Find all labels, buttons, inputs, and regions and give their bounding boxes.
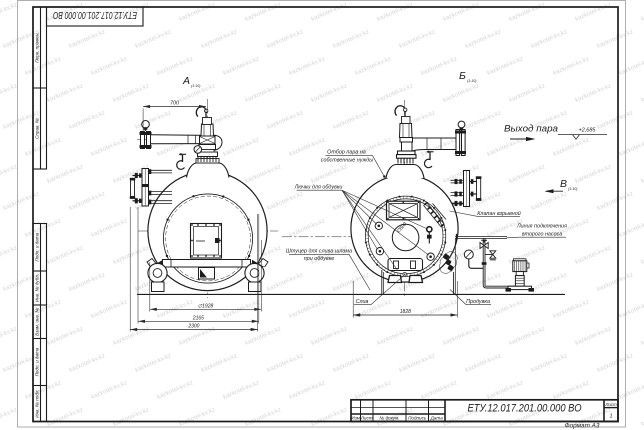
svg-text:1: 1 [609,414,612,420]
svg-text:№ докум.: № докум. [379,416,399,421]
svg-text:2165: 2165 [192,315,204,321]
svg-text:Слив: Слив [356,299,369,305]
svg-text:собственные нужды: собственные нужды [321,158,373,164]
svg-text:Подп. и дата: Подп. и дата [35,347,40,376]
svg-text:Формат А3: Формат А3 [565,423,600,430]
svg-text:А: А [182,75,190,87]
svg-text:2300: 2300 [187,324,199,330]
svg-text:(1:10): (1:10) [191,84,200,88]
svg-text:Лист: Лист [360,416,373,421]
svg-text:1828: 1828 [400,309,411,315]
svg-text:Перв. примен.: Перв. примен. [35,32,40,63]
svg-text:Изм: Изм [351,416,360,421]
svg-text:Выход пара: Выход пара [504,124,558,135]
svg-text:Лючки для обдувки: Лючки для обдувки [294,185,343,191]
svg-text:(1:10): (1:10) [568,187,577,191]
svg-text:В: В [560,178,567,190]
svg-text:Лист: Лист [604,402,617,407]
svg-text:Линия подключения: Линия подключения [516,224,567,230]
svg-text:ЕТУ.12.017.201.00.000 ВО: ЕТУ.12.017.201.00.000 ВО [468,402,582,414]
svg-text:Штуцер для слива шлама: Штуцер для слива шлама [286,249,352,255]
svg-text:(1:10): (1:10) [467,79,476,83]
svg-text:Дата: Дата [430,416,444,421]
svg-text:+2,685: +2,685 [579,128,597,134]
svg-text:Продувка: Продувка [466,299,490,305]
svg-text:Подпись: Подпись [408,416,427,421]
svg-text:Подп. и дата: Подп. и дата [35,232,40,261]
svg-text:Справ. №: Справ. № [35,118,40,139]
svg-text:700: 700 [170,101,179,107]
svg-text:Инв. № дубл.: Инв. № дубл. [35,274,40,302]
svg-text:второго насоса: второго насоса [522,232,563,238]
svg-text:ЕТУ.12.017.201.00.000 ВО: ЕТУ.12.017.201.00.000 ВО [53,9,137,21]
svg-text:Клапан взрывной: Клапан взрывной [477,210,521,217]
svg-text:Взам. инв. №: Взам. инв. № [35,307,40,335]
svg-text:Инв. № подл.: Инв. № подл. [35,389,40,418]
svg-text:при обдувке: при обдувке [304,256,335,262]
svg-text:∅1928: ∅1928 [198,303,214,309]
svg-text:Отбор пара на: Отбор пара на [327,150,366,156]
svg-text:Б: Б [459,70,466,82]
